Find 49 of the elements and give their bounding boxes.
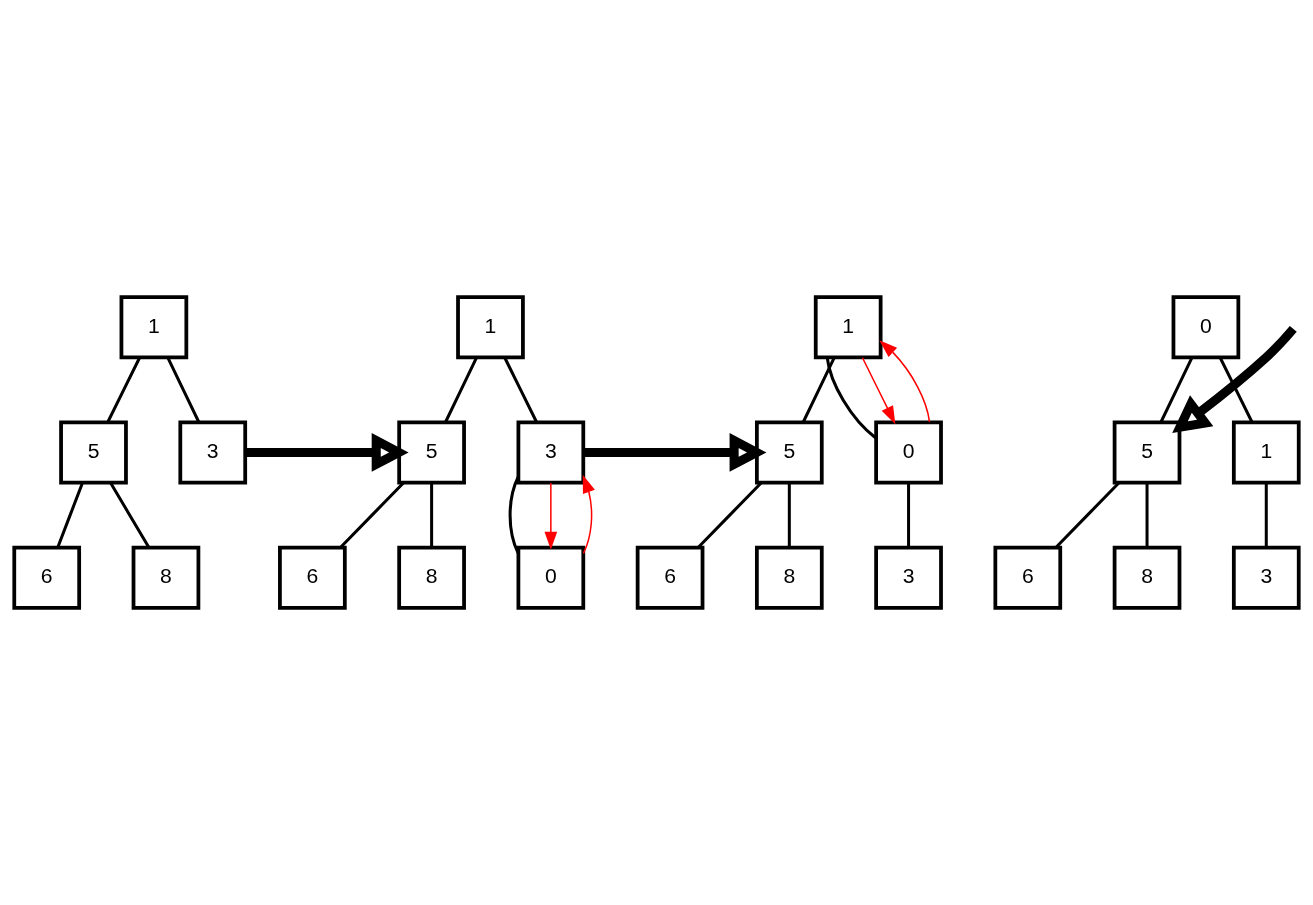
arrow [583, 433, 767, 472]
connector [907, 483, 911, 548]
connector [1218, 357, 1254, 423]
node-box: 6 [12, 545, 82, 610]
arrow [1172, 325, 1297, 434]
connector [508, 476, 520, 554]
node-box: 6 [278, 545, 347, 610]
connector [339, 481, 405, 549]
node-box: 8 [755, 545, 824, 610]
node-box: 0 [1171, 295, 1241, 360]
node-box: 3 [516, 420, 586, 485]
connector [1264, 483, 1268, 548]
connector [787, 483, 791, 548]
node-box: 5 [1112, 420, 1182, 485]
arrow [544, 482, 558, 550]
node-box: 0 [874, 420, 943, 485]
node-box: 6 [993, 545, 1063, 610]
connector [106, 357, 141, 423]
node-box: 1 [1231, 420, 1301, 485]
node-box: 8 [131, 545, 201, 610]
connector [503, 357, 538, 423]
node-box: 5 [397, 420, 466, 485]
node-box: 8 [1112, 545, 1182, 610]
connector [444, 357, 478, 423]
node-box: 3 [874, 545, 943, 610]
node-box: 5 [755, 420, 824, 485]
arrow [861, 356, 896, 425]
node-box: 8 [397, 545, 466, 610]
connector [166, 357, 201, 423]
node-box: 0 [516, 545, 586, 610]
connector [801, 357, 836, 423]
connector [56, 482, 84, 549]
node-box: 3 [1231, 545, 1301, 610]
connector [1159, 357, 1194, 423]
arrow [582, 474, 595, 555]
node-box: 1 [456, 295, 525, 360]
arrow [245, 433, 409, 472]
node-box: 3 [178, 420, 248, 485]
node-box: 5 [59, 420, 128, 485]
arrow [879, 340, 931, 423]
connector [430, 483, 434, 548]
connector [1054, 481, 1120, 549]
node-box: 1 [119, 295, 189, 360]
node-box: 1 [813, 295, 883, 360]
connector [697, 481, 763, 549]
node-box: 6 [635, 545, 705, 610]
connector [1145, 483, 1149, 548]
connector [109, 482, 151, 549]
connector [825, 357, 877, 440]
